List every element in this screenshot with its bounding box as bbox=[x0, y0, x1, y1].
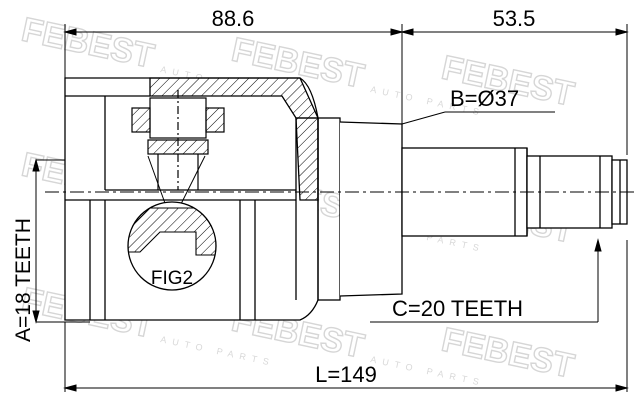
fig2-label: FIG2 bbox=[151, 268, 193, 289]
overall-length-label: L=149 bbox=[315, 362, 377, 387]
tripod-bearing bbox=[131, 90, 225, 190]
dimension-53-5: 53.5 bbox=[493, 6, 536, 31]
watermark-brand: FEBEST bbox=[18, 11, 157, 76]
diameter-b-label: B=Ø37 bbox=[450, 86, 519, 111]
fig2-callout: FIG2 bbox=[127, 155, 217, 291]
spline-c-label: C=20 TEETH bbox=[392, 296, 523, 321]
dimension-88-6: 88.6 bbox=[212, 6, 255, 31]
spline-a-label: A=18 TEETH bbox=[12, 218, 35, 342]
dimension-lines bbox=[32, 24, 629, 392]
